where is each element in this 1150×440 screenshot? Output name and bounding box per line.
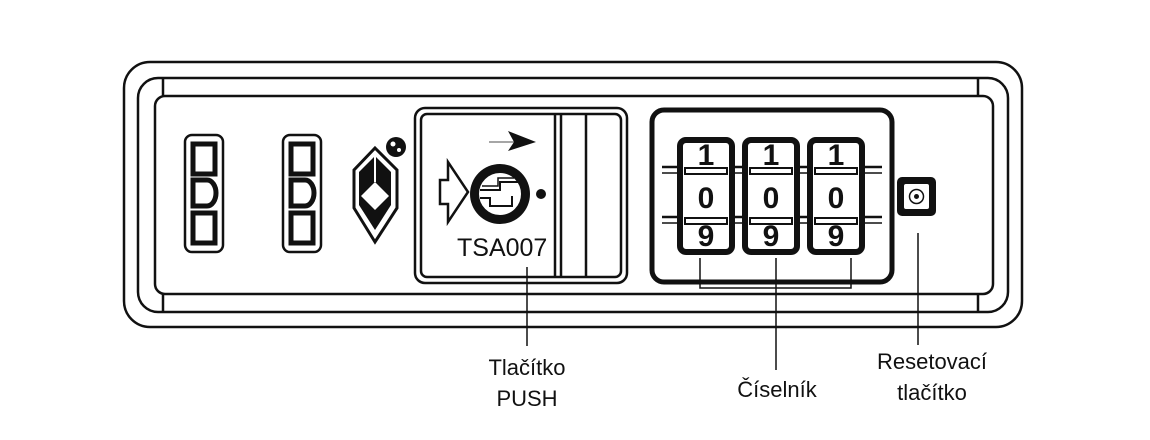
label-reset-button: Resetovací tlačítko xyxy=(832,346,1032,408)
lock-outer-frame xyxy=(122,60,1024,329)
label-reset-line1: Resetovací xyxy=(876,349,988,374)
dial-digit-top: 1 xyxy=(763,139,780,172)
dial-digit-top: 1 xyxy=(828,139,845,172)
label-push-line1: Tlačítko xyxy=(488,355,566,380)
label-push-line2: PUSH xyxy=(496,386,558,411)
vent-slot-right xyxy=(281,133,323,254)
direction-arrow-icon xyxy=(489,131,536,151)
dial-digit-middle: 0 xyxy=(763,182,780,215)
push-arrow-icon xyxy=(438,157,470,227)
push-button[interactable]: TSA007 xyxy=(413,106,629,285)
dial-digit-bottom: 9 xyxy=(828,220,845,253)
reset-button[interactable] xyxy=(897,177,936,216)
vent-slot-left xyxy=(183,133,225,254)
model-text: TSA007 xyxy=(457,234,547,262)
label-reset-line2: tlačítko xyxy=(897,380,967,405)
dial-digit-bottom: 9 xyxy=(763,220,780,253)
tsa-logo-icon xyxy=(352,137,406,245)
dial-digit-middle: 0 xyxy=(698,182,715,215)
dial-digit-bottom: 9 xyxy=(698,220,715,253)
lock-plate xyxy=(136,76,1010,314)
dial-digit-middle: 0 xyxy=(828,182,845,215)
dial-wheel-1[interactable]: 1 0 9 xyxy=(677,137,735,255)
dial-wheel-3[interactable]: 1 0 9 xyxy=(807,137,865,255)
dial-wheel-2[interactable]: 1 0 9 xyxy=(742,137,800,255)
leader-line-dial xyxy=(699,258,852,370)
label-dial: Číselník xyxy=(737,377,817,402)
label-push-button: Tlačítko PUSH xyxy=(427,352,627,414)
dial-digit-top: 1 xyxy=(698,139,715,172)
indicator-dot xyxy=(536,189,546,199)
lock-inner-plate xyxy=(153,94,995,296)
key-cylinder-icon xyxy=(470,164,530,224)
